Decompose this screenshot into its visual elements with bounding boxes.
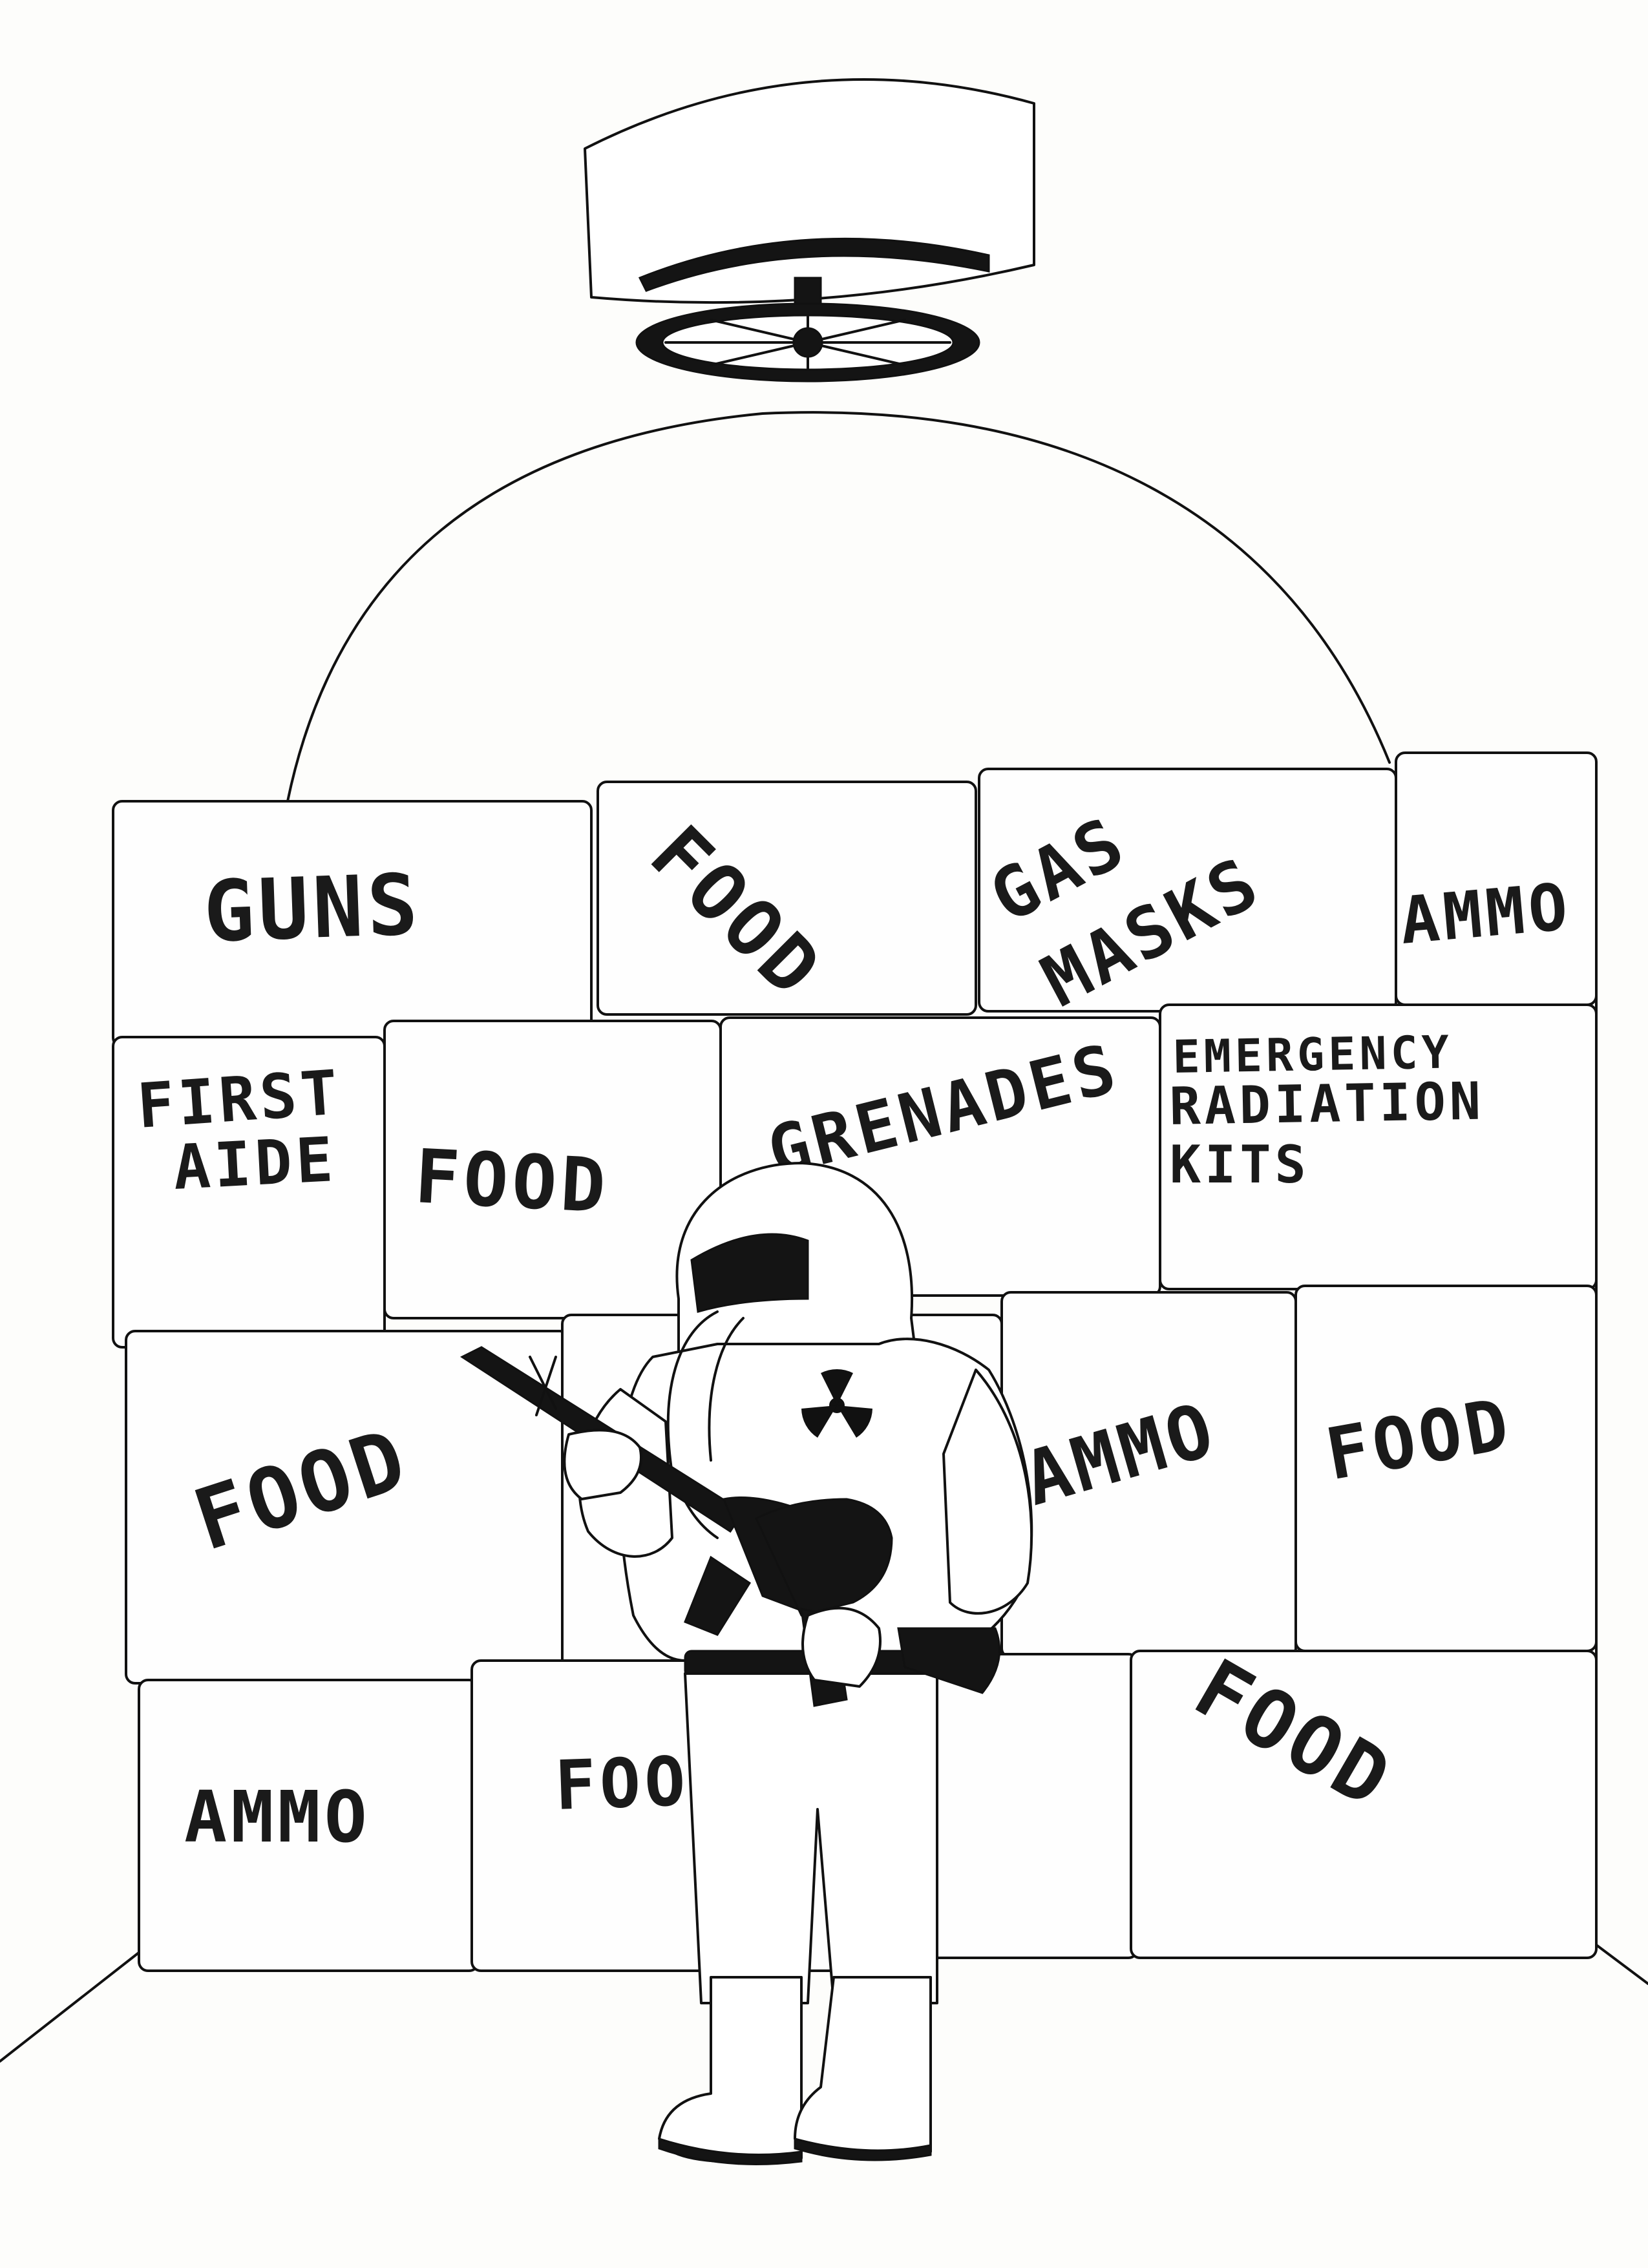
- label-food-bottom-partial: FOO: [554, 1742, 691, 1825]
- ceiling-hatch: [584, 78, 1035, 383]
- left-glove: [563, 1429, 642, 1500]
- crate-row-1: [112, 751, 1598, 1048]
- dome-arch: [286, 411, 1391, 803]
- label-aide: AIDE: [171, 1124, 338, 1204]
- label-first: FIRST: [135, 1057, 344, 1142]
- visor: [690, 1233, 809, 1313]
- hatch-wheel-icon[interactable]: [635, 302, 980, 383]
- label-kits: KITS: [1170, 1135, 1310, 1195]
- label-guns: GUNS: [202, 856, 423, 961]
- rifle-icon[interactable]: [460, 1346, 1001, 1707]
- label-ammo-bottom: AMMO: [184, 1776, 371, 1858]
- label-emergency: EMERGENCY: [1172, 1025, 1453, 1084]
- crate-food-bottom-right[interactable]: [1130, 1650, 1598, 1959]
- crate-food-top[interactable]: [597, 781, 977, 1016]
- right-glove: [801, 1606, 882, 1688]
- hazmat-soldier[interactable]: [578, 1162, 1033, 2165]
- radiation-icon: [801, 1369, 872, 1438]
- label-food-row2: FOOD: [413, 1133, 612, 1230]
- label-radiation: RADIATION: [1169, 1071, 1485, 1137]
- label-ammo-top: AMMO: [1397, 868, 1574, 959]
